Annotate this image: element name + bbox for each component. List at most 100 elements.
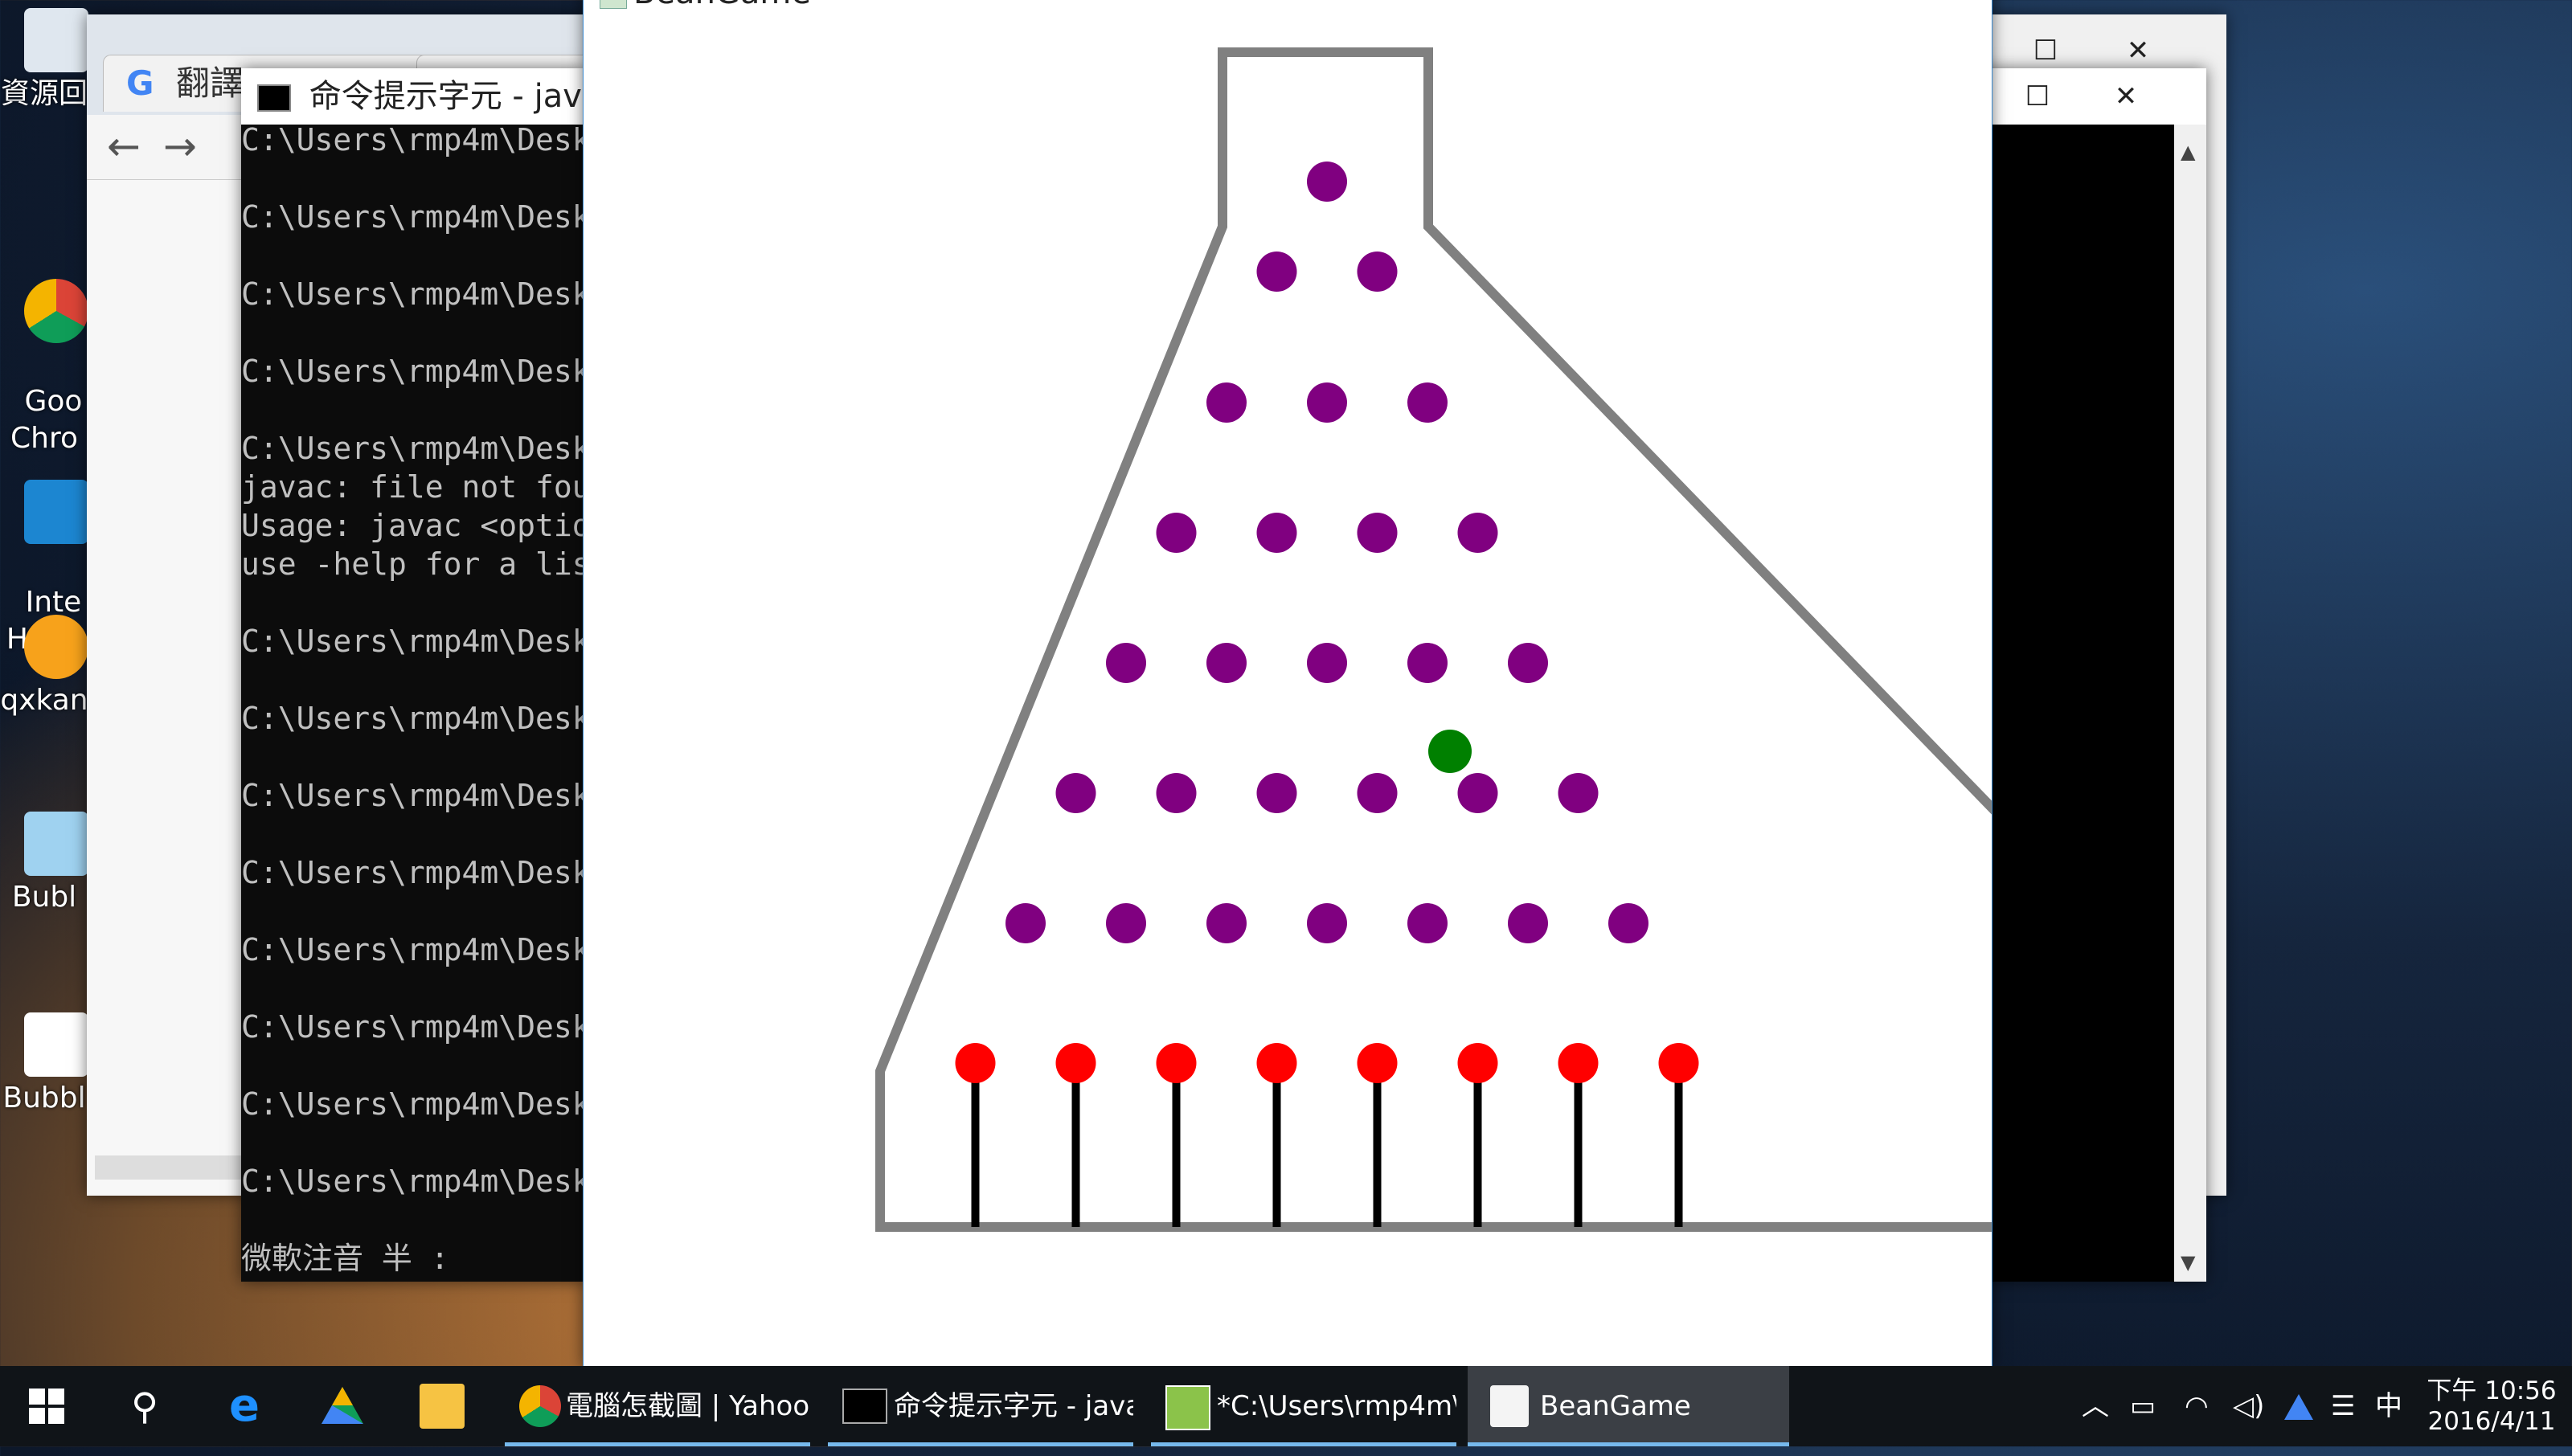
cmd-line: 微軟注音 半 :	[241, 1241, 449, 1276]
cmd-line	[241, 391, 587, 429]
close-icon[interactable]: ✕	[1934, 0, 1954, 4]
cmd-line: C:\Users\rmp4m\Deskto	[241, 1164, 587, 1199]
window-title: BeanGame	[633, 0, 811, 9]
action-center-icon[interactable]: ☰	[2331, 1390, 2356, 1422]
bean-machine-canvas	[875, 47, 1992, 1232]
cmd-line	[241, 815, 587, 853]
desktop-icon-label: 資源回	[0, 77, 88, 110]
notepad-plus-icon	[1165, 1385, 1210, 1430]
intel-graphics-icon	[24, 480, 88, 544]
cmd-line	[241, 1200, 587, 1239]
clock[interactable]: 下午 10:56 2016/4/11	[2419, 1366, 2564, 1456]
back-arrow-icon[interactable]: ←	[107, 123, 141, 170]
peg	[1307, 903, 1347, 943]
slot-top-knob	[1256, 1043, 1297, 1083]
peg	[1005, 903, 1046, 943]
peg	[1055, 773, 1096, 813]
cmd-line: Usage: javac <options	[241, 508, 587, 543]
cmd-line: C:\Users\rmp4m\Deskto	[241, 855, 587, 890]
java-window-icon	[600, 0, 627, 9]
cmd-line: javac: file not found	[241, 469, 587, 505]
peg	[1307, 643, 1347, 683]
chrome-icon	[24, 279, 88, 343]
google-icon: G	[126, 63, 154, 103]
maximize-icon[interactable]: ☐	[1845, 0, 1867, 4]
edge-browser-icon[interactable]: e	[229, 1380, 260, 1432]
google-drive-tray-icon[interactable]	[2283, 1366, 2315, 1446]
slot-top-knob	[1357, 1043, 1398, 1083]
cmd-line	[241, 583, 587, 622]
peg	[1206, 643, 1247, 683]
cmd-icon	[842, 1389, 887, 1424]
desktop-icon-qxkan[interactable]: qxkan	[0, 615, 88, 719]
peg	[1357, 252, 1398, 292]
media-player-icon	[24, 615, 88, 679]
peg	[1457, 773, 1498, 813]
maximize-icon[interactable]: ☐	[2025, 80, 2050, 112]
file-explorer-icon[interactable]	[420, 1384, 465, 1429]
desktop-icon-recycle-bin[interactable]: 資源回	[0, 8, 88, 112]
search-icon[interactable]: ⚲	[131, 1384, 158, 1428]
cmd-line	[241, 1123, 587, 1162]
taskbar-app-cmd[interactable]: 命令提示字元 - java...	[828, 1366, 1133, 1446]
cmd-line: C:\Users\rmp4m\Deskto	[241, 122, 587, 157]
taskbar-app-notepad[interactable]: *C:\Users\rmp4m\...	[1151, 1366, 1456, 1446]
beangame-window[interactable]: BeanGame ☐ ✕	[583, 0, 1992, 1368]
slot-top-knob	[1055, 1043, 1096, 1083]
volume-icon[interactable]: ◁)	[2233, 1390, 2265, 1422]
peg	[1256, 773, 1297, 813]
ime-indicator[interactable]: 中	[2375, 1390, 2402, 1422]
chrome-horizontal-scrollbar[interactable]	[95, 1155, 256, 1180]
close-icon[interactable]: ✕	[2126, 35, 2150, 67]
taskbar-app-chrome[interactable]: 電腦怎截圖 | Yahoo...	[505, 1366, 810, 1446]
taskbar: ⚲ e 電腦怎截圖 | Yahoo... 命令提示字元 - java... *C…	[0, 1366, 2572, 1446]
slot-top-knob	[1558, 1043, 1599, 1083]
cmd-line: C:\Users\rmp4m\Deskto	[241, 276, 587, 312]
cmd-line	[241, 1046, 587, 1085]
cmd-line: C:\Users\rmp4m\Deskto	[241, 932, 587, 967]
taskbar-app-beangame[interactable]: BeanGame	[1468, 1366, 1789, 1446]
cmd-line: C:\Users\rmp4m\Deskto	[241, 431, 587, 466]
windows-start-icon[interactable]	[26, 1384, 71, 1429]
peg	[1407, 382, 1448, 423]
scroll-down-icon[interactable]: ▼	[2181, 1251, 2196, 1274]
desktop-icon-label: Bubbl	[2, 1082, 86, 1114]
cmd-titlebar: 命令提示字元 - java	[241, 68, 587, 125]
wifi-icon[interactable]: ◠	[2185, 1390, 2209, 1422]
peg	[1307, 382, 1347, 423]
cmd-line: C:\Users\rmp4m\Deskto	[241, 1009, 587, 1045]
taskbar-app-label: *C:\Users\rmp4m\...	[1217, 1390, 1456, 1422]
cmd-output: C:\Users\rmp4m\Deskto C:\Users\rmp4m\Des…	[241, 121, 587, 1278]
maximize-icon[interactable]: ☐	[2033, 35, 2058, 67]
cmd-line	[241, 159, 587, 198]
peg	[1307, 162, 1347, 202]
cmd-line: C:\Users\rmp4m\Deskto	[241, 701, 587, 736]
desktop-icon-bubble-1[interactable]: Bubl	[0, 812, 88, 916]
peg	[1156, 513, 1197, 553]
scroll-up-icon[interactable]: ▲	[2181, 141, 2196, 163]
close-icon[interactable]: ✕	[2114, 80, 2138, 112]
peg	[1106, 903, 1146, 943]
taskbar-app-label: BeanGame	[1540, 1390, 1691, 1422]
cmd-line: C:\Users\rmp4m\Deskto	[241, 778, 587, 813]
peg	[1508, 903, 1548, 943]
active-indicator	[828, 1442, 1133, 1446]
cmd-line	[241, 892, 587, 930]
google-drive-icon[interactable]	[320, 1384, 365, 1429]
document-icon	[24, 1012, 88, 1077]
desktop-icon-chrome[interactable]: Goo Chro	[0, 205, 88, 457]
forward-arrow-icon[interactable]: →	[163, 123, 197, 170]
taskbar-app-label: 電腦怎截圖 | Yahoo...	[566, 1390, 810, 1422]
console-scrollbar[interactable]: ▲ ▼	[2174, 125, 2206, 1282]
cmd-window[interactable]: 命令提示字元 - java C:\Users\rmp4m\Deskto C:\U…	[241, 68, 587, 1282]
show-hidden-icons-chevron-icon[interactable]: ︿	[2082, 1390, 2109, 1422]
peg	[1206, 382, 1247, 423]
battery-icon[interactable]: ▭	[2130, 1390, 2156, 1422]
peg	[1256, 513, 1297, 553]
java-icon	[1490, 1385, 1529, 1427]
peg	[1508, 643, 1548, 683]
cmd-app-icon	[257, 84, 291, 112]
cmd-line	[241, 738, 587, 776]
desktop-icon-bubble-2[interactable]: Bubbl	[0, 1012, 88, 1117]
slot-top-knob	[1457, 1043, 1498, 1083]
